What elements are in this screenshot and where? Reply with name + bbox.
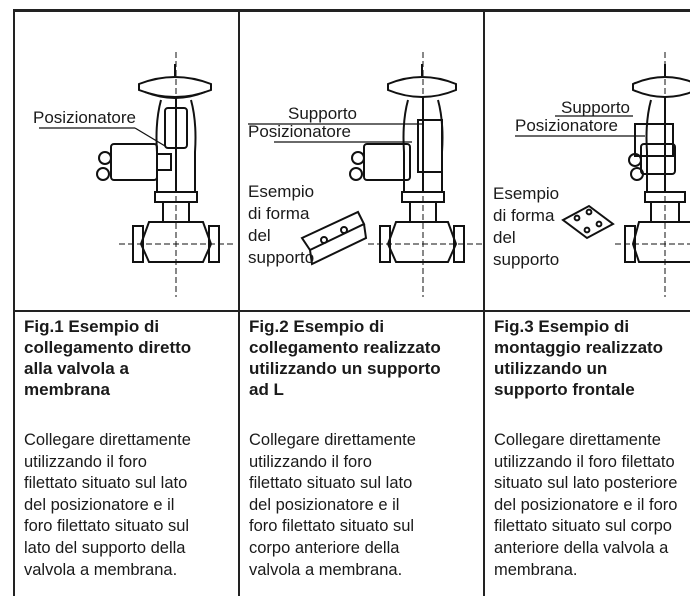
fig1-caption-cell: Fig.1 Esempio di collegamento diretto al… <box>13 310 239 596</box>
fig3-body-line: del posizionatore e il foro <box>494 495 678 514</box>
fig1-valve-drawing <box>39 52 233 297</box>
fig3-caption-cell: Fig.3 Esempio di montaggio realizzato ut… <box>483 310 690 596</box>
fig2-body-line: filettato situato sul lato <box>249 474 413 493</box>
fig3-positioner-label: Posizionatore <box>515 116 619 135</box>
fig3-title-line: Fig.3 Esempio di <box>494 317 630 336</box>
fig1-title-line: membrana <box>24 380 110 399</box>
fig1-title-line: Fig.1 Esempio di <box>24 317 160 336</box>
fig2-example-line-1: Esempio <box>248 182 315 201</box>
fig2-example-line-2: di forma <box>248 204 310 223</box>
fig3-illustration-cell: Supporto Posizionatore Esempio di forma … <box>483 10 690 312</box>
fig2-example-line-4: supporto <box>248 248 315 267</box>
fig3-example-line-4: supporto <box>493 250 560 269</box>
fig2-title: Fig.2 Esempio di collegamento realizzato… <box>249 316 479 400</box>
fig3-body-line: situato sul lato posteriore <box>494 474 678 493</box>
fig3-support-label: Supporto <box>561 98 630 117</box>
fig3-body-line: Collegare direttamente <box>494 431 661 449</box>
fig3-title-line: supporto frontale <box>494 380 635 399</box>
fig2-caption-cell: Fig.2 Esempio di collegamento realizzato… <box>238 310 484 596</box>
fig3-example-line-1: Esempio <box>493 184 560 203</box>
fig3-body-line: membrana. <box>494 560 578 579</box>
fig1-positioner-label: Posizionatore <box>33 108 137 127</box>
fig1-body-line: valvola a membrana. <box>24 560 178 579</box>
fig1-body-line: foro filettato situato sul <box>24 517 190 536</box>
fig2-body-line: utilizzando il foro <box>249 452 372 471</box>
fig3-title-line: montaggio realizzato <box>494 338 664 357</box>
fig1-title: Fig.1 Esempio di collegamento diretto al… <box>24 316 239 400</box>
fig2-title-line: Fig.2 Esempio di <box>249 317 385 336</box>
fig3-body-line: anteriore della valvola a <box>494 538 669 557</box>
fig2-valve-drawing <box>248 52 482 297</box>
fig1-body-line: Collegare direttamente <box>24 431 191 449</box>
fig1-title-line: collegamento diretto <box>24 338 192 357</box>
fig2-body-line: Collegare direttamente <box>249 431 416 449</box>
fig1-body-line: filettato situato sul lato <box>24 474 188 493</box>
fig2-example-line-3: del <box>248 226 271 245</box>
fig2-illustration-cell: Supporto Posizionatore Esempio di forma … <box>238 10 484 312</box>
fig3-example-line-2: di forma <box>493 206 555 225</box>
fig2-body-line: corpo anteriore della <box>249 538 400 557</box>
fig2-title-line: utilizzando un supporto <box>249 359 441 378</box>
fig3-title-line: utilizzando un <box>494 359 608 378</box>
fig2-support-label: Supporto <box>288 104 357 123</box>
fig3-example-line-3: del <box>493 228 516 247</box>
fig2-positioner-label: Posizionatore <box>248 122 352 141</box>
fig2-body-line: foro filettato situato sul <box>249 517 415 536</box>
fig2-body-line: del posizionatore e il <box>249 495 400 514</box>
fig3-description: Collegare direttamente utilizzando il fo… <box>494 430 690 581</box>
fig2-description: Collegare direttamente utilizzando il fo… <box>249 430 484 581</box>
fig1-title-line: alla valvola a <box>24 359 129 378</box>
fig3-valve-drawing <box>515 52 690 297</box>
fig1-body-line: utilizzando il foro <box>24 452 147 471</box>
fig2-title-line: ad L <box>249 380 284 399</box>
fig1-illustration-cell: Posizionatore <box>13 10 239 312</box>
fig1-description: Collegare direttamente utilizzando il fo… <box>24 430 239 581</box>
fig1-body-line: lato del supporto della <box>24 538 186 557</box>
fig3-title: Fig.3 Esempio di montaggio realizzato ut… <box>494 316 690 400</box>
fig2-title-line: collegamento realizzato <box>249 338 441 357</box>
fig1-body-line: del posizionatore e il <box>24 495 175 514</box>
fig3-body-line: filettato situato sul corpo <box>494 517 672 536</box>
fig2-body-line: valvola a membrana. <box>249 560 403 579</box>
fig3-body-line: utilizzando il foro filettato <box>494 452 675 471</box>
